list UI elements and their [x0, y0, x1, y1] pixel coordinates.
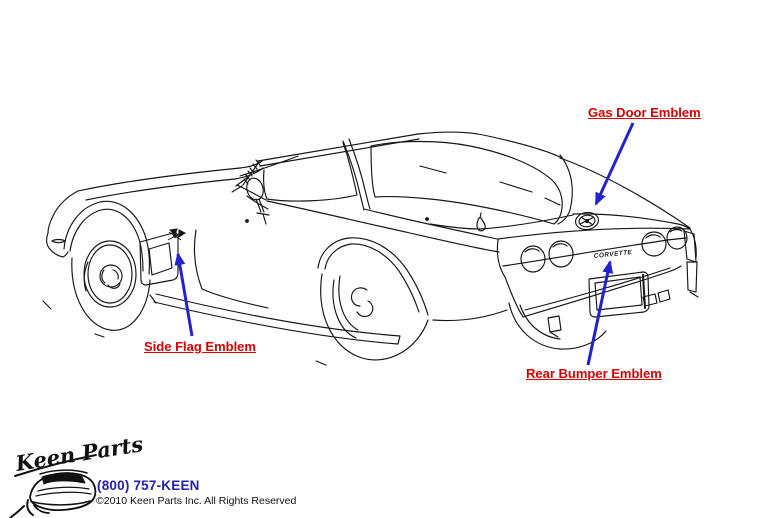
side-flag-emblem-graphic — [167, 228, 186, 241]
rear-bumper-emblem-label[interactable]: Rear Bumper Emblem — [526, 366, 662, 381]
gas-door-emblem-label-text: Gas Door Emblem — [588, 105, 701, 120]
side-flag-emblem-label[interactable]: Side Flag Emblem — [144, 339, 256, 354]
car-body-linework — [42, 131, 699, 366]
rear-bumper-script: CORVETTE — [593, 249, 632, 260]
phone-number[interactable]: (800) 757-KEEN — [97, 478, 200, 493]
gas-door-emblem-label[interactable]: Gas Door Emblem — [588, 105, 701, 120]
side-flag-emblem-label-text: Side Flag Emblem — [144, 339, 256, 354]
rear-bumper-emblem-label-text: Rear Bumper Emblem — [526, 366, 662, 381]
callout-arrows — [174, 122, 635, 366]
logo-script-text: Keen Parts — [13, 431, 145, 476]
side-flag-arrow — [174, 252, 194, 337]
rear-bumper-arrow — [586, 260, 614, 366]
gas-door-emblem-graphic — [575, 211, 599, 231]
gas-door-arrow — [594, 122, 635, 206]
copyright-text: ©2010 Keen Parts Inc. All Rights Reserve… — [96, 495, 297, 507]
